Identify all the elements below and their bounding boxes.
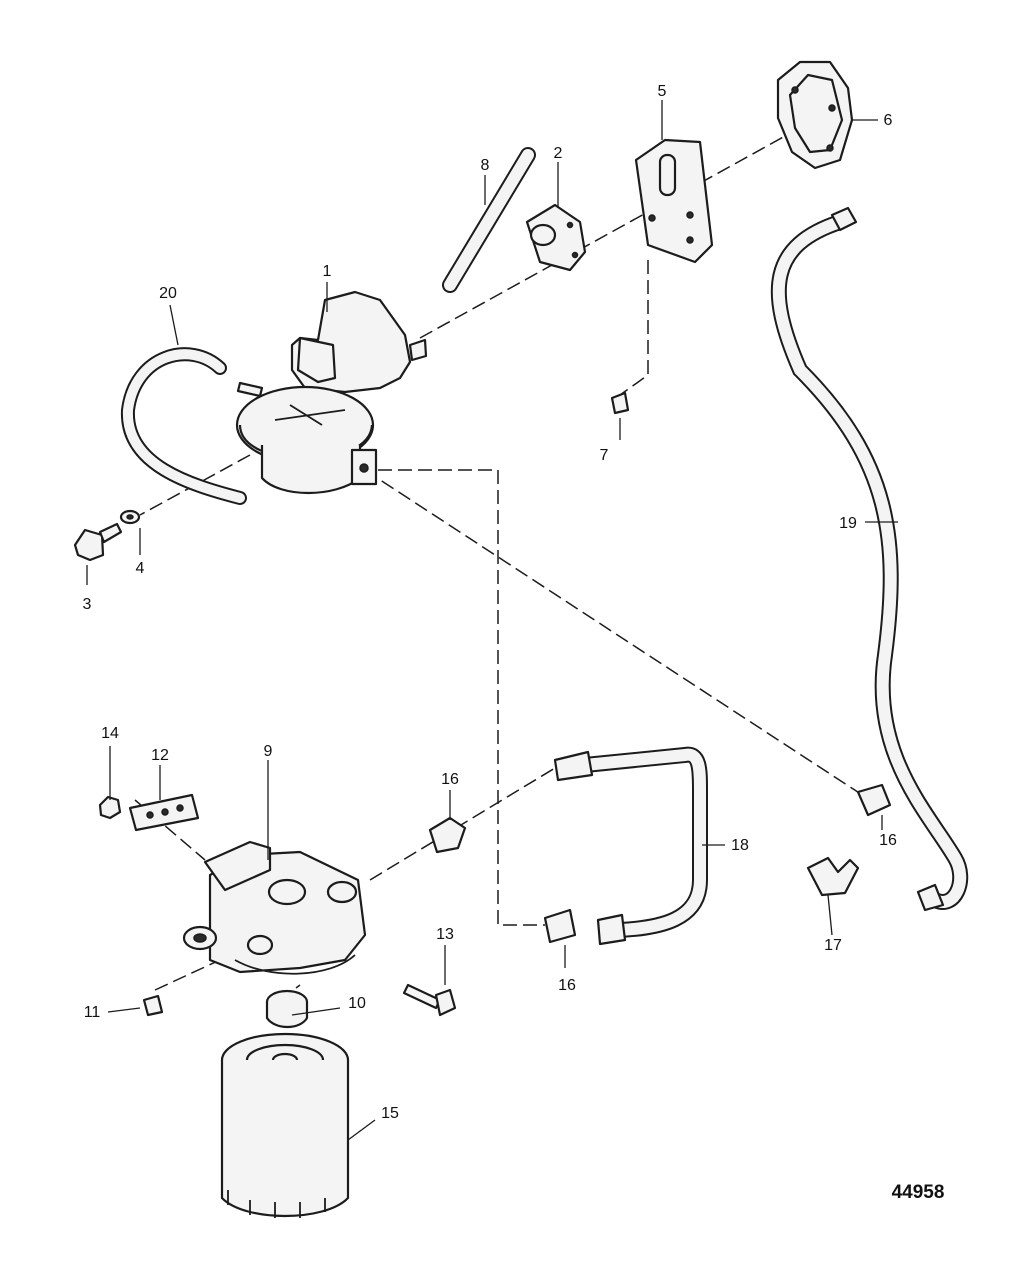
fuel-pump: [235, 290, 428, 494]
cover-gasket: [776, 60, 854, 170]
leader-lines: [86, 100, 898, 1141]
elbow-fitting: [806, 856, 860, 897]
callout-15: 15: [381, 1105, 399, 1122]
plug: [142, 994, 164, 1017]
return-hose: [120, 347, 247, 505]
mounting-plate: [634, 138, 714, 264]
callout-16-bottom: 16: [558, 977, 576, 994]
callout-4: 4: [136, 560, 145, 577]
gasket: [525, 203, 587, 272]
callout-9: 9: [264, 743, 273, 760]
fuel-line-long: [770, 206, 969, 912]
callout-6: 6: [884, 112, 893, 129]
callout-11: 11: [84, 1004, 101, 1021]
callout-13: 13: [436, 926, 454, 943]
filter-mount: [182, 840, 367, 975]
callout-17: 17: [824, 937, 842, 954]
gasket-strip: [128, 793, 200, 832]
screw-and-washer: [73, 509, 141, 562]
callout-16-right: 16: [879, 832, 897, 849]
callout-19: 19: [839, 515, 857, 532]
small-bolt: [610, 391, 630, 415]
callout-8: 8: [481, 157, 490, 174]
vent-hose: [442, 147, 536, 293]
callout-7: 7: [600, 447, 609, 464]
fuel-line-short: [553, 746, 708, 946]
callout-5: 5: [658, 83, 667, 100]
fittings: [428, 783, 892, 944]
callout-20: 20: [159, 285, 177, 302]
callout-18: 18: [731, 837, 749, 854]
callout-10: 10: [348, 995, 366, 1012]
nut: [98, 795, 122, 820]
callout-labels: 1 2 3 4 5 6 7 8 9 10 11 12 13 14 15 16 1…: [83, 83, 897, 1122]
callout-2: 2: [554, 145, 563, 162]
figure-number: 44958: [892, 1182, 945, 1203]
adapter: [265, 989, 309, 1029]
callout-3: 3: [83, 596, 92, 613]
bolt: [402, 983, 457, 1017]
callout-14: 14: [101, 725, 119, 742]
fuel-filter: [220, 1032, 350, 1218]
callout-16-top: 16: [441, 771, 459, 788]
callout-1: 1: [323, 263, 332, 280]
callout-12: 12: [151, 747, 169, 764]
